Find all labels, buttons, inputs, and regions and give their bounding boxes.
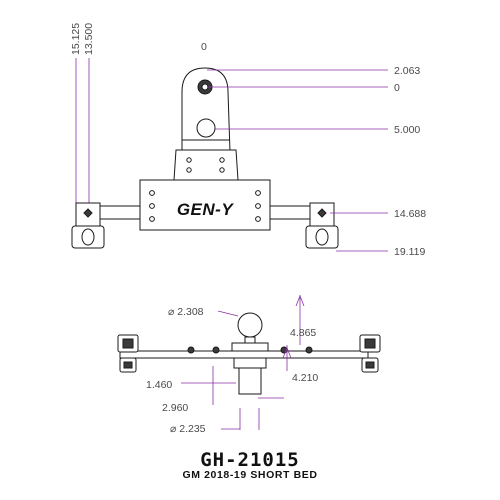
shank-collar — [233, 357, 267, 369]
right-foot — [305, 202, 339, 249]
left-clamp — [117, 334, 139, 373]
left-foot — [71, 202, 105, 249]
dim-shank-diameter: ⌀ 2.235 — [170, 423, 206, 435]
dim-19-119: 19.119 — [394, 246, 425, 258]
top-view: 15.125 13.500 0 GEN-Y — [70, 23, 426, 258]
fitment-label: GM 2018-19 SHORT BED — [182, 469, 318, 481]
dim-2-960: 2.960 — [162, 402, 188, 414]
side-dimension-lines — [181, 294, 305, 430]
dim-0-right: 0 — [394, 82, 400, 94]
center-hole — [196, 118, 216, 138]
dim-4-865: 4.865 — [290, 327, 316, 339]
gen-y-logo: GEN-Y — [177, 200, 235, 219]
shank — [238, 367, 262, 395]
part-number: GH-21015 — [200, 449, 300, 471]
mid-plate — [173, 149, 239, 181]
dim-2-063: 2.063 — [394, 65, 420, 77]
side-view: ⌀ 2.308 4.865 4.210 1.460 2.960 ⌀ 2.235 — [117, 294, 381, 435]
dim-15-125: 15.125 — [70, 23, 82, 55]
right-dimension-lines — [207, 69, 388, 252]
right-clamp — [359, 334, 381, 373]
side-plate — [119, 350, 369, 359]
dim-5-000: 5.000 — [394, 124, 420, 136]
hitch-ball — [237, 312, 263, 338]
dim-ball-diameter: ⌀ 2.308 — [168, 306, 204, 318]
dim-1-460: 1.460 — [146, 379, 172, 391]
dim-13-500: 13.500 — [83, 23, 95, 55]
dim-top-zero: 0 — [201, 41, 207, 53]
ball-neck — [244, 336, 256, 344]
ball-base — [231, 342, 269, 352]
dim-14-688: 14.688 — [394, 208, 426, 220]
dim-4-210: 4.210 — [292, 372, 318, 384]
